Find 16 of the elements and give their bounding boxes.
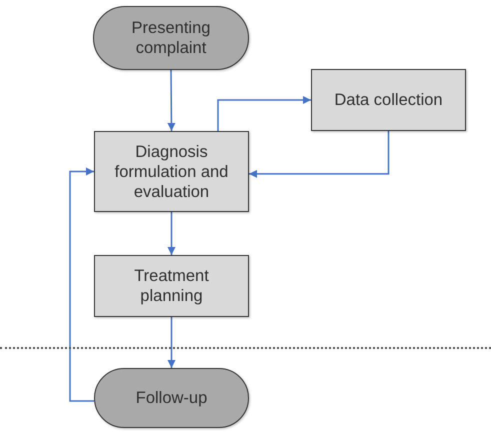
node-label: Presenting complaint <box>130 18 212 58</box>
arrow <box>168 212 176 255</box>
process-box <box>94 131 249 212</box>
arrow <box>69 168 94 402</box>
terminal-shape <box>94 368 249 428</box>
terminal-shape <box>93 6 249 70</box>
node-label: Follow-up <box>136 388 208 408</box>
process-box <box>311 69 466 131</box>
arrow <box>167 70 176 131</box>
arrow <box>168 317 176 368</box>
process-box <box>94 255 249 317</box>
arrow <box>249 131 390 178</box>
node-label: Treatment planning <box>133 266 210 306</box>
node-label: Diagnosis formulation and evaluation <box>114 142 230 202</box>
arrow <box>217 96 311 131</box>
node-label: Data collection <box>334 90 443 110</box>
